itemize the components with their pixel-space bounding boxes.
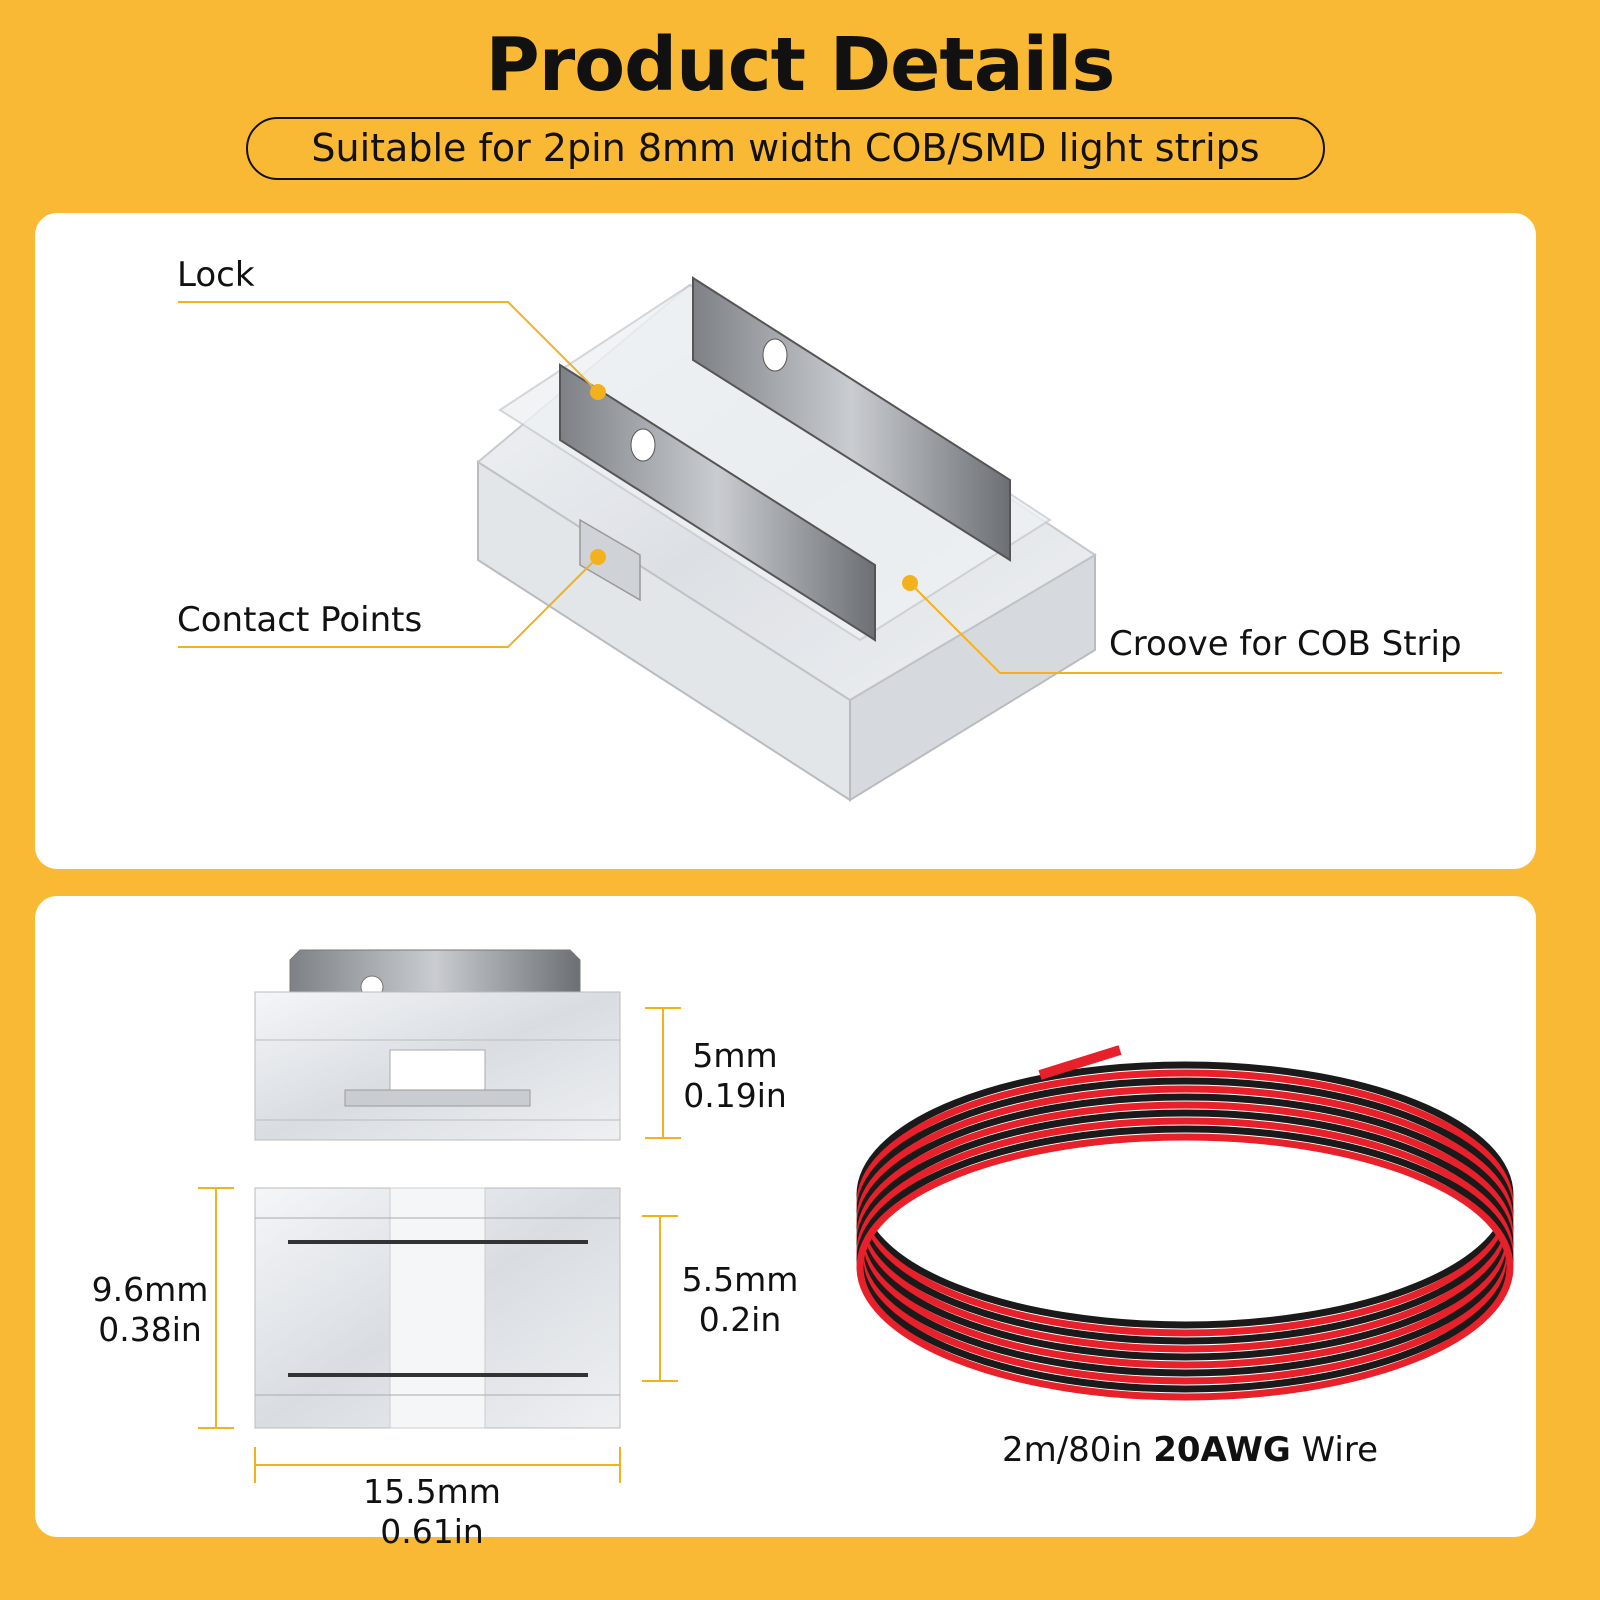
height-dimension: 5mm 0.19in xyxy=(680,1036,790,1116)
lock-callout-line xyxy=(178,301,599,393)
page-title: Product Details xyxy=(485,22,1116,108)
height-in: 0.19in xyxy=(683,1076,787,1115)
length-dimension: 9.6mm 0.38in xyxy=(85,1270,215,1350)
connector-side-view xyxy=(254,949,621,1141)
groove-label: Croove for COB Strip xyxy=(1109,624,1462,664)
connector-top-view xyxy=(254,1187,621,1429)
groove-callout-line xyxy=(909,582,1502,674)
lock-dot xyxy=(590,384,606,400)
wire-label: 2m/80in 20AWG Wire xyxy=(960,1430,1420,1470)
width-dimension: 15.5mm 0.61in xyxy=(362,1472,502,1552)
inner-dimension: 5.5mm 0.2in xyxy=(675,1260,805,1340)
connector-3d-image xyxy=(476,276,1097,802)
height-mm: 5mm xyxy=(692,1036,778,1075)
width-mm: 15.5mm xyxy=(363,1472,501,1511)
inner-mm: 5.5mm xyxy=(681,1260,799,1299)
width-in: 0.61in xyxy=(380,1512,484,1551)
contact-dot xyxy=(590,549,606,565)
groove-dot xyxy=(902,575,918,591)
length-in: 0.38in xyxy=(98,1310,202,1349)
wire-gauge: 20AWG xyxy=(1153,1430,1291,1470)
lock-label: Lock xyxy=(177,255,255,295)
subtitle-badge: Suitable for 2pin 8mm width COB/SMD ligh… xyxy=(246,117,1325,180)
contact-points-label: Contact Points xyxy=(177,600,423,640)
inner-in: 0.2in xyxy=(698,1300,782,1339)
width-dimension-line xyxy=(254,1447,621,1483)
contact-callout-line xyxy=(178,556,599,648)
wire-coil-image xyxy=(856,1045,1514,1401)
wire-length: 2m/80in xyxy=(1001,1430,1154,1470)
height-dimension-line xyxy=(645,1007,681,1139)
wire-suffix: Wire xyxy=(1290,1430,1379,1470)
length-dimension-line xyxy=(198,1187,234,1429)
inner-dimension-line xyxy=(642,1215,678,1382)
length-mm: 9.6mm xyxy=(91,1270,209,1309)
